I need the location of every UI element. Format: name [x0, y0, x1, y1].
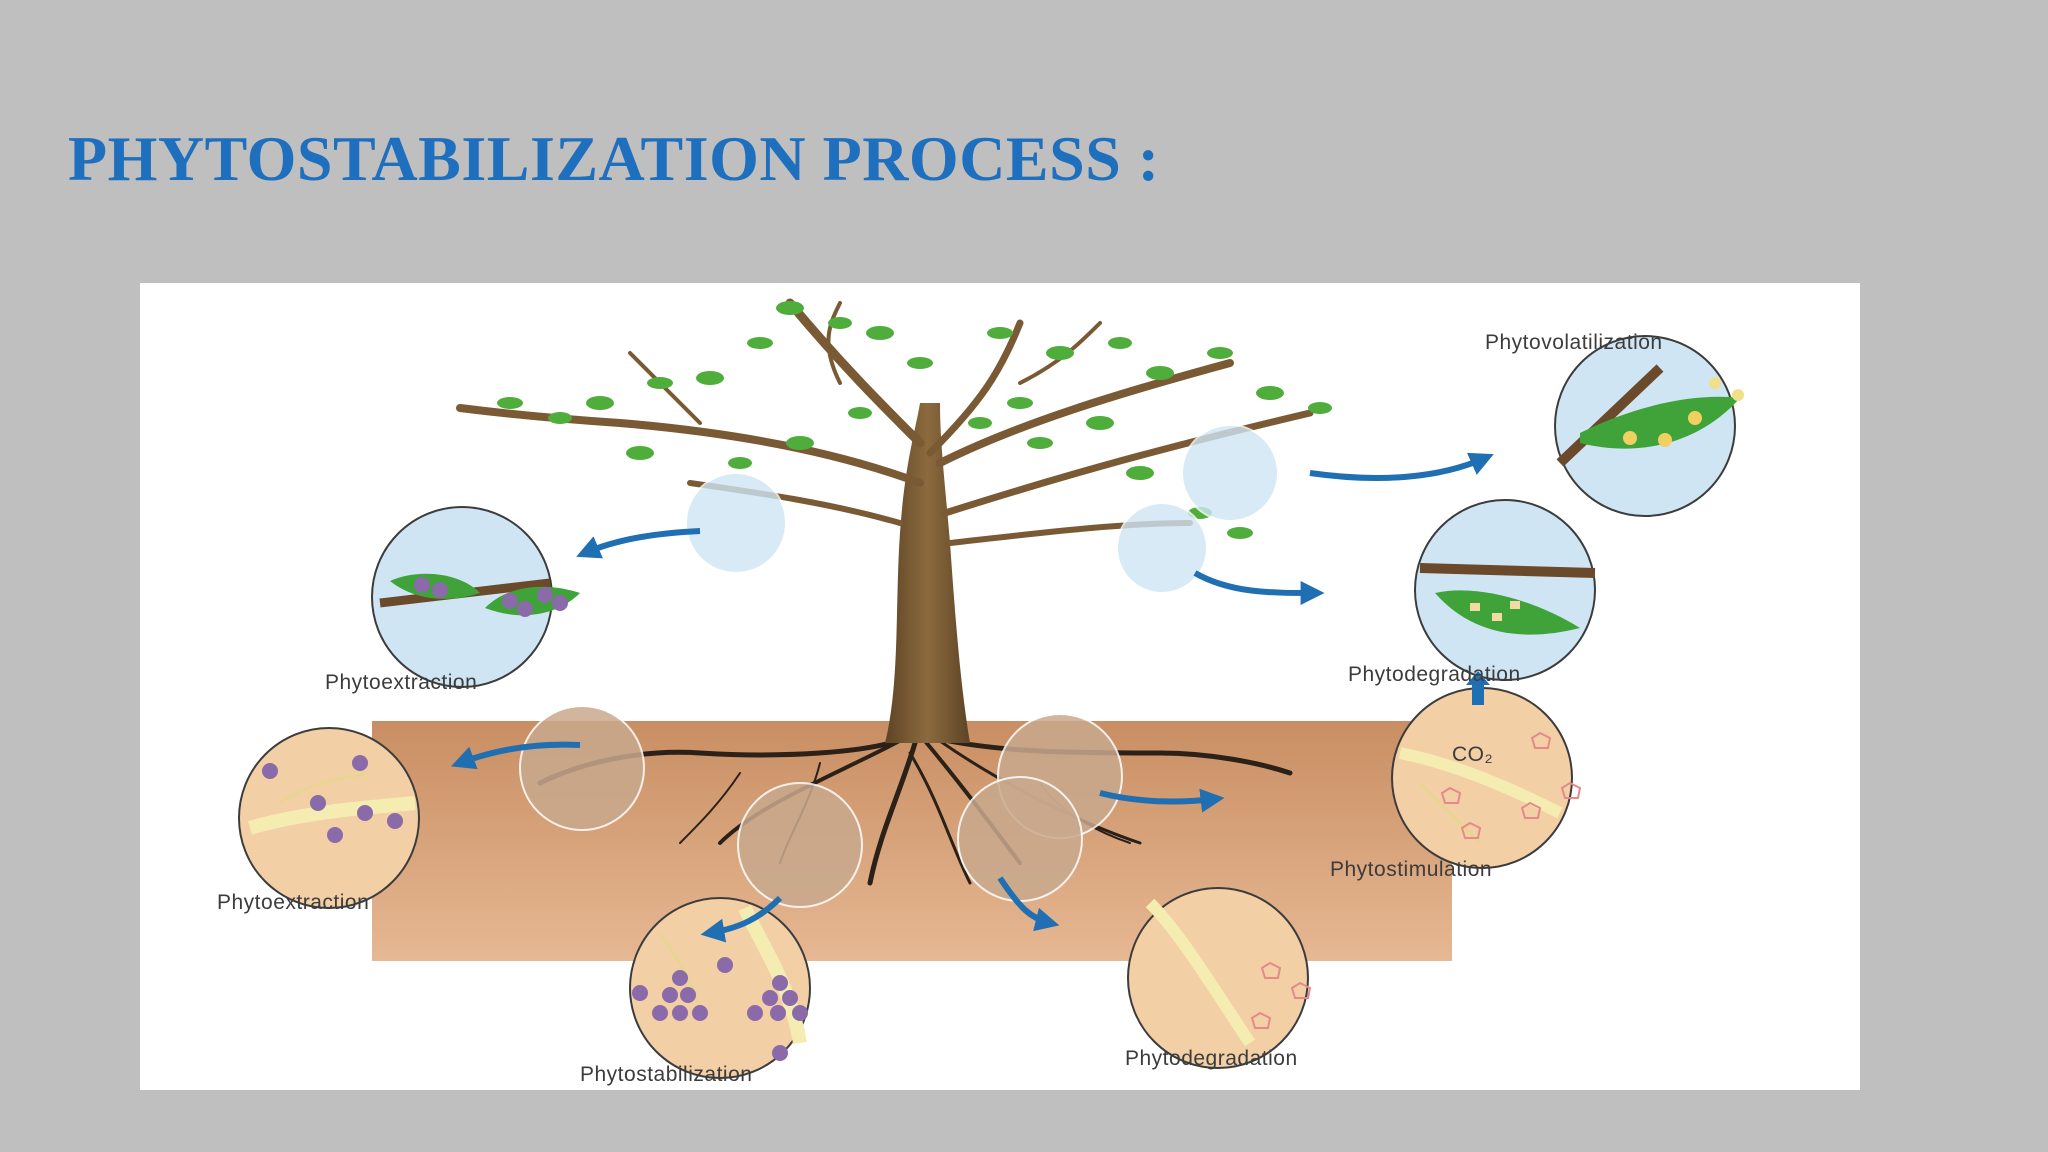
- slide-title: PHYTOSTABILIZATION PROCESS :: [68, 123, 1160, 194]
- label-phytostimulation: Phytostimulation: [1330, 858, 1492, 881]
- metal-ions-leaf: [414, 577, 568, 617]
- label-phytodegradation-leaf: Phytodegradation: [1348, 663, 1521, 686]
- label-phytostabilization: Phytostabilization: [580, 1063, 752, 1086]
- phytostimulation-bubble: [1391, 671, 1582, 869]
- phytoextraction-leaf-bubble: [371, 506, 580, 688]
- phytovolatilization-bubble: [1554, 335, 1744, 517]
- metal-ions-stabilized: [632, 957, 808, 1061]
- co2-label: CO₂: [1452, 743, 1493, 766]
- root-zone-bubbles: [519, 705, 1123, 908]
- process-arrows: [451, 452, 1494, 943]
- label-phytoextraction-leaf: Phytoextraction: [325, 671, 477, 694]
- label-phytodegradation-root: Phytodegradation: [1125, 1047, 1298, 1070]
- leaf-zone-bubbles: [685, 424, 1279, 594]
- phytoextraction-root-bubble: [238, 727, 420, 909]
- phytostabilization-bubble: [629, 897, 811, 1079]
- tree-trunk: [885, 403, 970, 743]
- phytoremediation-diagram: CO₂ Phytovolat: [140, 283, 1860, 1090]
- label-phytovolatilization: Phytovolatilization: [1485, 331, 1663, 354]
- label-phytoextraction-root: Phytoextraction: [217, 891, 369, 914]
- phytodegradation-root-bubble: [1127, 887, 1312, 1069]
- tree-leaves: [497, 301, 1332, 539]
- phytodegradation-leaf-bubble: [1414, 499, 1596, 681]
